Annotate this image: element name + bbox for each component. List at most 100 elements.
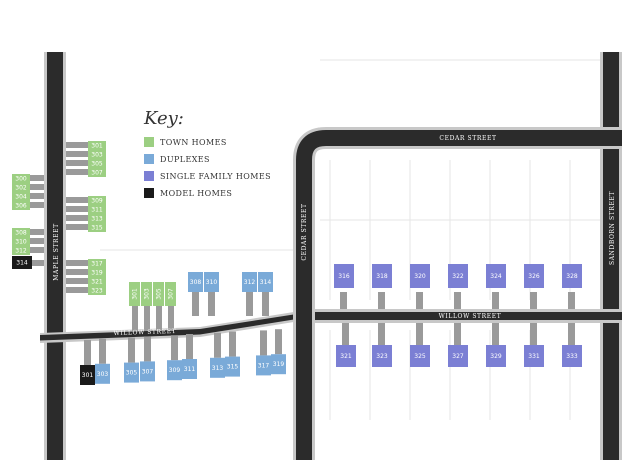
lot-willow-north-town-307[interactable]: 307 [165,282,176,306]
lot-willow-north-single-328[interactable]: 328 [562,264,582,288]
driveway [128,337,135,363]
driveway [275,329,282,355]
lot-maple-east-301-shape [88,141,106,150]
driveway [30,202,44,208]
lot-willow-north-single-326[interactable]: 326 [524,264,544,288]
lot-willow-south-single-327[interactable]: 327 [448,345,468,367]
lot-maple-east-303-number: 303 [91,152,103,159]
lot-willow-north-town-301[interactable]: 301 [129,282,140,306]
lot-willow-north-single-318[interactable]: 318 [372,264,392,288]
lot-willow-south-duplex-305[interactable]: 305 [124,362,139,383]
lot-willow-south-single-321[interactable]: 321 [336,345,356,367]
lot-maple-west-304[interactable]: 304 [12,192,30,201]
lot-willow-south-duplex-303[interactable]: 303 [95,363,110,384]
maple-street-label: MAPLE STREET [53,223,60,280]
lot-willow-north-single-322-number: 322 [452,273,464,280]
lot-willow-north-duplex-308[interactable]: 308 [188,272,203,292]
lot-maple-west-306[interactable]: 306 [12,201,30,210]
lot-willow-south-duplex-313[interactable]: 313 [210,357,225,378]
lot-willow-south-duplex-319-shape [271,354,286,375]
lot-willow-north-single-316[interactable]: 316 [334,264,354,288]
maple-street-road-surface [47,52,63,460]
driveway [168,303,174,331]
lot-willow-north-town-305-number: 305 [156,288,163,300]
lot-willow-south-duplex-311[interactable]: 311 [182,359,197,379]
lot-maple-west-300[interactable]: 300 [12,174,30,183]
key-label: MODEL HOMES [160,189,232,198]
driveway [30,229,44,235]
lot-maple-east-323[interactable]: 323 [88,286,106,295]
driveway [144,336,151,362]
lot-willow-north-duplex-314[interactable]: 314 [258,272,273,292]
lot-willow-north-single-320[interactable]: 320 [410,264,430,288]
lot-maple-west-312-shape [12,246,30,255]
lot-willow-south-duplex-301[interactable]: 301 [80,365,95,385]
lot-willow-south-duplex-305-shape [124,362,139,383]
lot-maple-west-310[interactable]: 310 [12,237,30,246]
lot-maple-west-300-number: 300 [15,176,27,183]
lot-maple-west-312[interactable]: 312 [12,246,30,255]
driveway [454,323,461,345]
driveway [492,292,499,309]
lot-willow-south-single-333[interactable]: 333 [562,345,582,367]
lot-willow-north-duplex-314-shape [258,272,273,292]
lot-maple-east-315-number: 315 [91,225,103,232]
willow-street-west-road-surface [40,313,300,341]
lot-maple-east-305[interactable]: 305 [88,159,106,168]
lot-willow-north-town-303[interactable]: 303 [141,282,152,306]
lot-maple-east-307[interactable]: 307 [88,168,106,177]
lot-maple-east-319[interactable]: 319 [88,268,106,277]
cedar-street-road-surface [296,130,622,460]
driveway [66,142,88,148]
lot-maple-west-314-number: 314 [16,260,28,267]
lot-willow-south-single-321-number: 321 [340,353,352,360]
key-item: TOWN HOMES [144,137,226,147]
lot-maple-east-303[interactable]: 303 [88,150,106,159]
lot-willow-south-duplex-307[interactable]: 307 [140,361,155,382]
lot-willow-south-duplex-319-number: 319 [273,361,285,368]
lot-willow-north-single-324[interactable]: 324 [486,264,506,288]
lot-willow-north-duplex-312-number: 312 [244,279,256,286]
lot-maple-east-319-shape [88,268,106,277]
lot-maple-east-321[interactable]: 321 [88,277,106,286]
lot-willow-north-duplex-312[interactable]: 312 [242,272,257,292]
lot-maple-east-311[interactable]: 311 [88,205,106,214]
lot-maple-east-315[interactable]: 315 [88,223,106,232]
lot-maple-east-323-shape [88,286,106,295]
lot-maple-east-307-number: 307 [91,170,103,177]
lot-willow-north-single-316-number: 316 [338,273,350,280]
lot-willow-north-duplex-312-shape [242,272,257,292]
driveway [192,292,199,316]
lot-willow-north-duplex-314-number: 314 [260,279,272,286]
lot-maple-east-309[interactable]: 309 [88,196,106,205]
lot-willow-south-duplex-309[interactable]: 309 [167,360,182,381]
lot-maple-west-314[interactable]: 314 [12,256,32,269]
driveway [246,292,253,316]
lot-willow-south-single-331[interactable]: 331 [524,345,544,367]
lot-maple-east-301-number: 301 [91,143,103,150]
lot-willow-south-single-323-shape [372,345,392,367]
lot-willow-north-single-322[interactable]: 322 [448,264,468,288]
lot-maple-west-310-shape [12,237,30,246]
lot-willow-south-single-325[interactable]: 325 [410,345,430,367]
driveway [156,303,162,331]
lot-willow-south-single-323[interactable]: 323 [372,345,392,367]
lot-maple-east-301[interactable]: 301 [88,141,106,150]
lot-maple-west-302[interactable]: 302 [12,183,30,192]
lot-maple-west-308[interactable]: 308 [12,228,30,237]
driveway [66,151,88,157]
lot-willow-north-duplex-308-shape [188,272,203,292]
lot-maple-east-313[interactable]: 313 [88,214,106,223]
lot-willow-south-single-329-shape [486,345,506,367]
driveway [454,292,461,309]
lot-willow-south-duplex-315[interactable]: 315 [225,356,240,377]
lot-maple-east-317[interactable]: 317 [88,259,106,268]
lot-maple-east-307-shape [88,168,106,177]
lot-willow-north-duplex-310[interactable]: 310 [204,272,219,292]
lot-willow-south-duplex-319[interactable]: 319 [271,354,286,375]
lot-willow-north-town-305[interactable]: 305 [153,282,164,306]
lot-willow-south-single-329[interactable]: 329 [486,345,506,367]
lot-willow-south-duplex-317[interactable]: 317 [256,355,271,376]
driveway [208,292,215,316]
